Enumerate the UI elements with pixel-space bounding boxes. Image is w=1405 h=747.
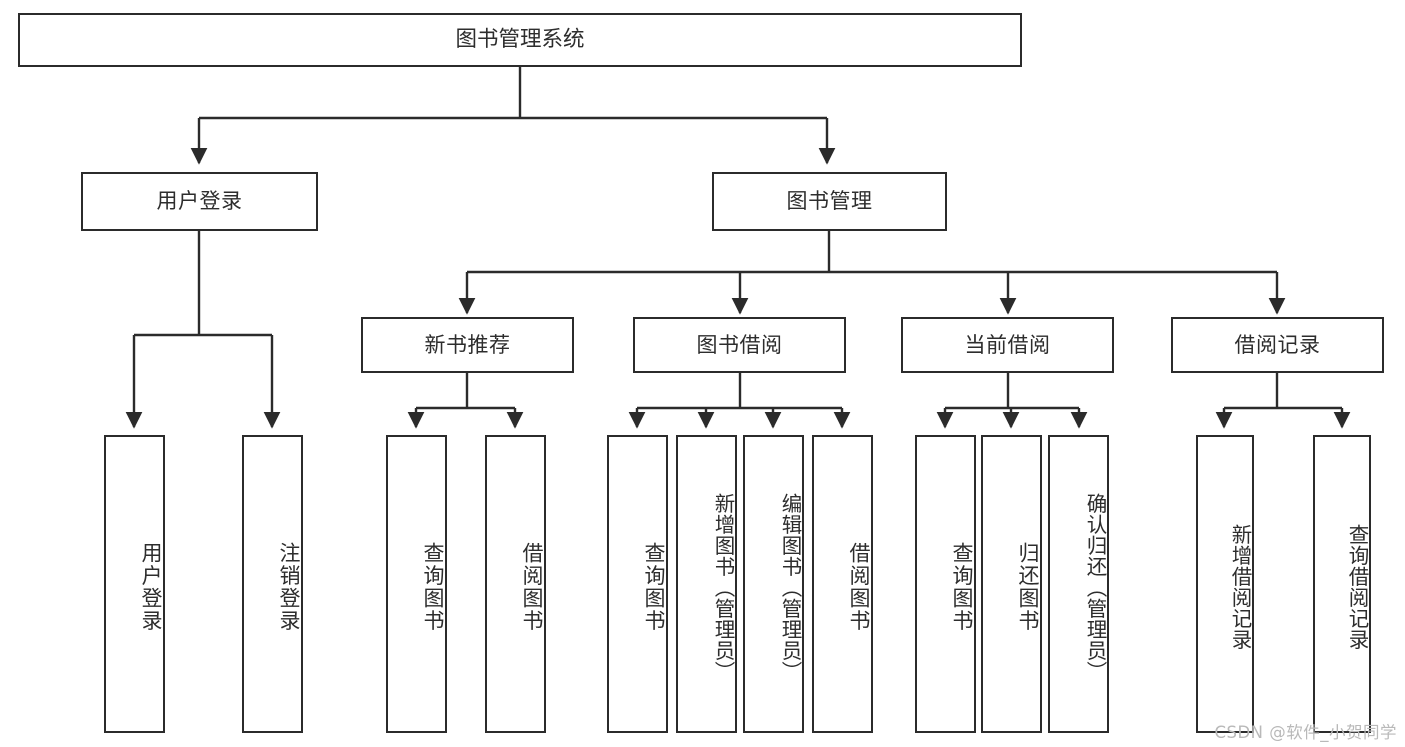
node-book-management-label: 图书管理 [786,189,873,214]
leaf-borrow-query-book-label: 查询图书 [642,542,666,632]
node-current-borrow[interactable]: 当前借阅 [901,317,1114,373]
leaf-confirm-return-admin[interactable]: 确认归还（管理员） [1048,435,1109,733]
leaf-query-borrow-record[interactable]: 查询借阅记录 [1313,435,1371,733]
leaf-borrow-query-book[interactable]: 查询图书 [607,435,668,733]
leaf-current-query-book[interactable]: 查询图书 [915,435,976,733]
leaf-edit-book-admin[interactable]: 编辑图书（管理员） [743,435,804,733]
leaf-current-query-book-label: 查询图书 [950,542,974,632]
node-user-login-label: 用户登录 [156,189,243,214]
leaf-add-book-admin-label: 新增图书（管理员） [711,492,735,682]
node-new-book-recommend-label: 新书推荐 [424,332,511,357]
leaf-add-borrow-record[interactable]: 新增借阅记录 [1196,435,1254,733]
leaf-return-book-label: 归还图书 [1016,542,1040,632]
leaf-query-borrow-record-label: 查询借阅记录 [1345,524,1369,650]
leaf-borrow-book[interactable]: 借阅图书 [812,435,873,733]
node-borrow-record-label: 借阅记录 [1234,332,1321,357]
leaf-return-book[interactable]: 归还图书 [981,435,1042,733]
leaf-borrow-book-label: 借阅图书 [847,542,871,632]
node-book-borrow-label: 图书借阅 [696,332,783,357]
leaf-recommend-borrow-book[interactable]: 借阅图书 [485,435,546,733]
leaf-add-borrow-record-label: 新增借阅记录 [1228,524,1252,650]
leaf-logout[interactable]: 注销登录 [242,435,303,733]
leaf-recommend-query-book[interactable]: 查询图书 [386,435,447,733]
node-book-borrow[interactable]: 图书借阅 [633,317,846,373]
node-book-management[interactable]: 图书管理 [712,172,947,231]
leaf-add-book-admin[interactable]: 新增图书（管理员） [676,435,737,733]
leaf-user-login-label: 用户登录 [139,542,163,632]
leaf-recommend-query-book-label: 查询图书 [421,542,445,632]
leaf-confirm-return-admin-label: 确认归还（管理员） [1083,492,1107,682]
node-borrow-record[interactable]: 借阅记录 [1171,317,1384,373]
leaf-edit-book-admin-label: 编辑图书（管理员） [778,492,802,682]
node-new-book-recommend[interactable]: 新书推荐 [361,317,574,373]
node-current-borrow-label: 当前借阅 [964,332,1051,357]
node-user-login[interactable]: 用户登录 [81,172,318,231]
node-root-label: 图书管理系统 [455,27,585,53]
leaf-logout-label: 注销登录 [277,542,301,632]
leaf-recommend-borrow-book-label: 借阅图书 [520,542,544,632]
node-root-system[interactable]: 图书管理系统 [18,13,1022,67]
leaf-user-login[interactable]: 用户登录 [104,435,165,733]
